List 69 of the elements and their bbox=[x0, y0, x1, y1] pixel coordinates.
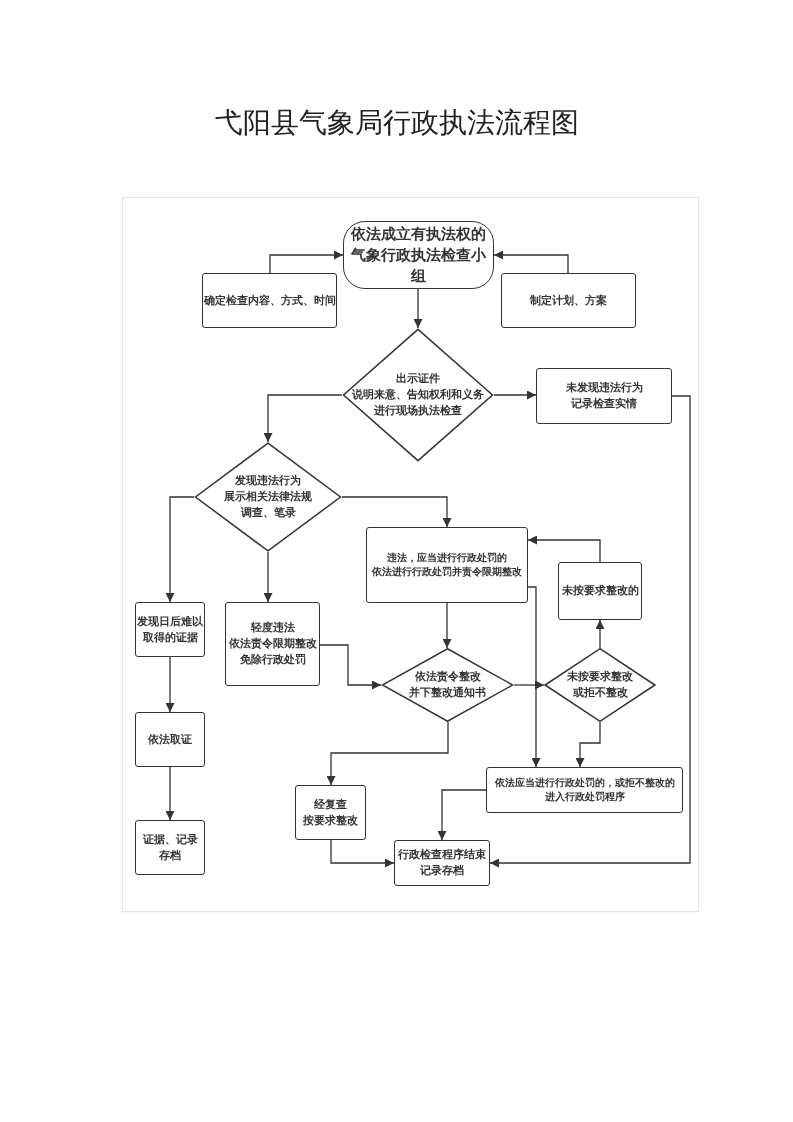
arrow bbox=[493, 390, 537, 400]
node-text: 出示证件 bbox=[396, 371, 440, 388]
arrow bbox=[442, 602, 452, 649]
process-box bbox=[135, 820, 205, 875]
node-text: 依法应当进行行政处罚的，或拒不整改的 bbox=[494, 775, 675, 790]
node-text: 存档 bbox=[159, 847, 181, 864]
node-text: 依法取证 bbox=[148, 731, 192, 748]
arrow bbox=[595, 619, 605, 649]
arrow bbox=[326, 721, 449, 786]
node-text: 确定检查内容、方式、时间 bbox=[203, 292, 336, 308]
arrow bbox=[437, 789, 487, 841]
arrow bbox=[575, 721, 601, 768]
node-text: 记录检查实情 bbox=[571, 396, 637, 412]
node-text: 或拒不整改 bbox=[572, 685, 628, 701]
decision-diamond bbox=[194, 442, 342, 552]
node-text: 依法责令限期整改 bbox=[228, 636, 317, 652]
process-box bbox=[536, 368, 672, 424]
arrow bbox=[165, 766, 175, 821]
process-box bbox=[135, 712, 205, 767]
arrow bbox=[527, 586, 541, 768]
node-text: 依法进行行政处罚并责令限期整改 bbox=[372, 565, 522, 579]
node-text: 轻度违法 bbox=[250, 620, 295, 637]
node-text: 免除行政处罚 bbox=[239, 651, 306, 668]
node-text: 记录存档 bbox=[420, 863, 464, 879]
arrow bbox=[319, 644, 382, 690]
decision-diamond bbox=[342, 328, 494, 462]
diagram-title: 弋阳县气象局行政执法流程图 bbox=[213, 106, 580, 140]
node-text: 依法成立有执法权的气象行政执法检查小组 bbox=[349, 223, 487, 287]
process-box bbox=[501, 273, 636, 328]
arrow bbox=[341, 496, 452, 528]
node-text: 证据、记录 bbox=[142, 831, 198, 848]
decision-diamond bbox=[544, 648, 656, 722]
process-box bbox=[486, 767, 683, 813]
node-text: 按要求整改 bbox=[303, 812, 358, 829]
node-text: 未发现违法行为 bbox=[565, 380, 643, 396]
node-text: 说明来意、告知权利和义务 bbox=[352, 387, 484, 403]
process-box bbox=[558, 562, 642, 620]
node-text: 发现违法行为 bbox=[235, 473, 301, 490]
process-box bbox=[135, 602, 205, 657]
node-text: 经复查 bbox=[314, 796, 347, 813]
node-text: 依法责令整改 bbox=[414, 669, 481, 685]
process-box bbox=[394, 840, 490, 886]
arrow bbox=[269, 250, 344, 274]
node-text: 未按要求整改的 bbox=[561, 583, 639, 599]
process-box bbox=[225, 602, 320, 686]
node-text: 展示相关法律法规 bbox=[224, 489, 312, 505]
arrow bbox=[413, 288, 423, 329]
arrow bbox=[165, 496, 195, 603]
node-text: 行政检查程序结束 bbox=[398, 847, 486, 863]
arrow bbox=[493, 250, 569, 274]
process-box bbox=[202, 273, 337, 328]
node-text: 进行现场执法检查 bbox=[374, 402, 462, 419]
arrow bbox=[165, 656, 175, 713]
arrow bbox=[527, 535, 601, 563]
node-text: 并下整改通知书 bbox=[409, 685, 486, 701]
decision-diamond bbox=[381, 648, 514, 722]
process-box bbox=[366, 527, 528, 603]
node-text: 违法，应当进行行政处罚的 bbox=[387, 550, 507, 565]
node-text: 进入行政处罚程序 bbox=[544, 790, 625, 804]
arrow bbox=[330, 839, 395, 868]
arrow bbox=[263, 551, 273, 603]
process-box bbox=[295, 785, 366, 840]
arrow bbox=[513, 680, 545, 690]
node-text: 调查、笔录 bbox=[240, 504, 296, 521]
node-text: 制定计划、方案 bbox=[530, 292, 607, 308]
node-text: 发现日后难以取得的证据 bbox=[136, 613, 204, 646]
arrow bbox=[489, 395, 691, 868]
node-text: 未按要求整改 bbox=[567, 669, 633, 685]
arrow bbox=[263, 394, 343, 443]
